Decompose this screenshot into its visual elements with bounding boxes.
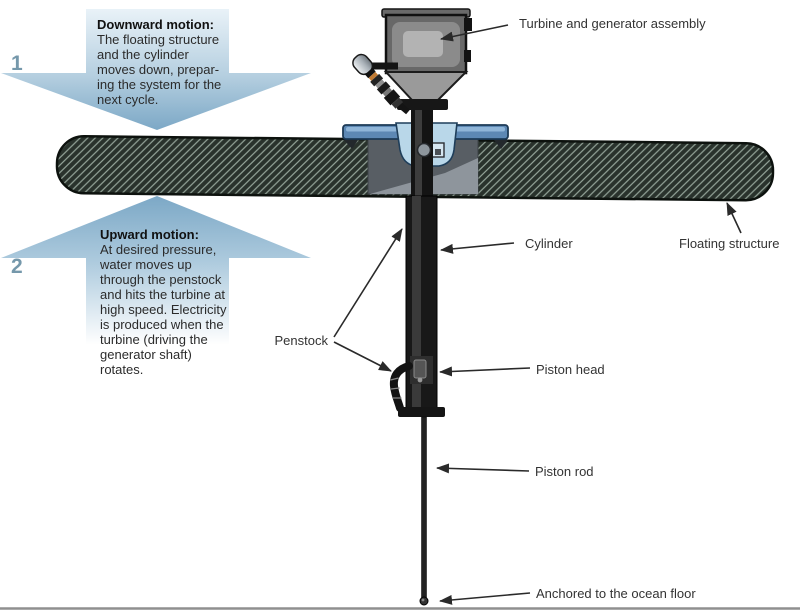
step-2-line: is produced when the [100, 317, 224, 332]
leader-piston-rod [436, 463, 530, 474]
step-2-line: At desired pressure, [100, 242, 217, 257]
step-1-line: next cycle. [97, 92, 159, 107]
step-2-line: and hits the turbine at [100, 287, 226, 302]
step-2-line: turbine (driving the [100, 332, 208, 347]
step-2-heading: Upward motion: [100, 227, 199, 242]
step-2-line: generator shaft) [100, 347, 192, 362]
label-floating-structure: Floating structure [679, 236, 780, 251]
step-1-line: and the cylinder [97, 47, 189, 62]
label-anchor: Anchored to the ocean floor [536, 586, 696, 601]
leader-piston-head [439, 366, 531, 377]
leader-cylinder [440, 242, 515, 254]
step-1-line: ing the system for the [97, 77, 222, 92]
step-1-line: The floating structure [97, 32, 220, 47]
step-1-number: 1 [11, 52, 23, 75]
step-2-line: through the penstock [100, 272, 222, 287]
pivot-pin [416, 142, 432, 158]
piston-head-graphic [410, 356, 433, 384]
funnel-flange [397, 99, 448, 110]
turbine-box [381, 8, 472, 75]
step-2-text: Upward motion: At desired pressure, wate… [100, 227, 226, 377]
step-2-number: 2 [11, 255, 23, 278]
label-piston-rod: Piston rod [535, 464, 594, 479]
step-1-line: moves down, prepar- [97, 62, 220, 77]
leader-floating-structure [726, 202, 742, 234]
penstock-elbow [389, 362, 413, 412]
step-1-text: Downward motion: The floating structure … [97, 17, 221, 107]
down-arrow [1, 9, 311, 130]
piston-rod-graphic [421, 416, 427, 601]
step-2-line: high speed. Electricity [100, 302, 227, 317]
step-1-heading: Downward motion: [97, 17, 214, 32]
label-piston-head: Piston head [536, 362, 605, 377]
step-2-line: rotates. [100, 362, 144, 377]
leader-turbine [440, 24, 509, 42]
step-2-line: water moves up [100, 257, 192, 272]
leader-anchor [439, 592, 531, 605]
bottom-flange [398, 407, 445, 417]
leader-penstock-lower [333, 341, 392, 372]
anchor-ball [419, 596, 429, 606]
label-cylinder: Cylinder [525, 236, 573, 251]
relief-valve [352, 53, 410, 115]
label-turbine: Turbine and generator assembly [519, 16, 706, 31]
label-penstock: Penstock [274, 333, 328, 348]
up-arrow [1, 196, 311, 345]
leader-penstock-upper [333, 228, 403, 338]
